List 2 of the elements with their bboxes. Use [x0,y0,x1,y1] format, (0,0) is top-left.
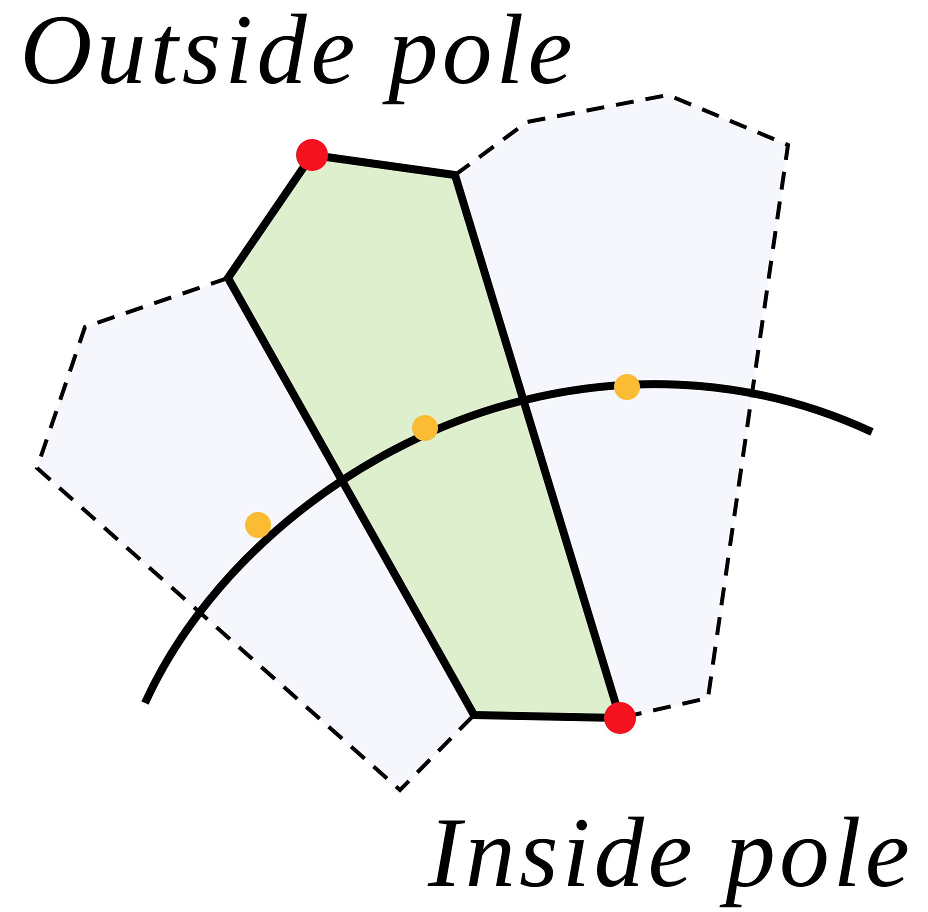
pole-label: Inside pole [426,796,915,910]
pole-label: Outside pole [19,0,578,107]
